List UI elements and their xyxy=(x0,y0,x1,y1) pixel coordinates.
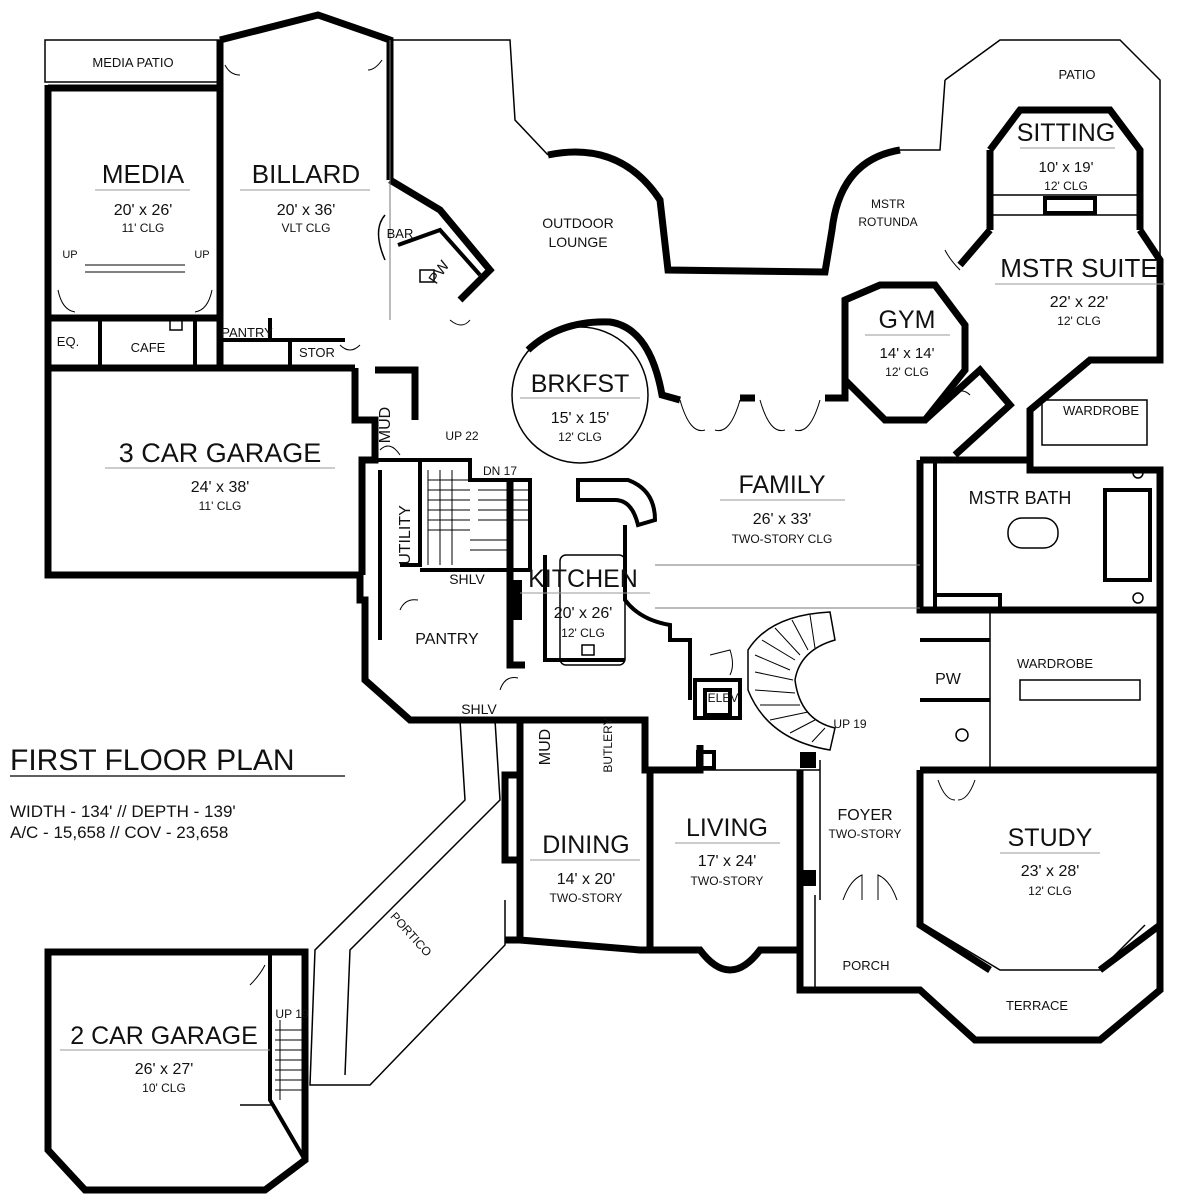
label-shlv-upper: SHLV xyxy=(449,571,485,587)
label-mstr-bath: MSTR BATH xyxy=(969,488,1072,508)
label-shlv-lower: SHLV xyxy=(461,701,497,717)
size-dining: 14' x 20' xyxy=(557,871,616,888)
label-media-patio: MEDIA PATIO xyxy=(92,55,173,70)
clg-dining: TWO-STORY xyxy=(550,891,623,905)
clg-sitting: 12' CLG xyxy=(1044,179,1088,193)
size-family: 26' x 33' xyxy=(753,511,812,528)
label-pantry-lower: PANTRY xyxy=(415,631,479,648)
stair-up19-main: UP 19 xyxy=(833,717,866,731)
clg-study: 12' CLG xyxy=(1028,884,1072,898)
label-portico: PORTICO xyxy=(388,909,435,959)
room-labels: MEDIA PATIO MEDIA 20' x 26' 11' CLG UP U… xyxy=(57,55,1165,1095)
label-three-car-garage: 3 CAR GARAGE xyxy=(119,438,322,468)
label-foyer: FOYER xyxy=(837,807,892,824)
label-terrace: TERRACE xyxy=(1006,998,1068,1013)
plan-spec-line-1: WIDTH - 134' // DEPTH - 139' xyxy=(10,802,236,821)
clg-brkfst: 12' CLG xyxy=(558,430,602,444)
label-gym: GYM xyxy=(879,306,936,334)
label-wardrobe-upper: WARDROBE xyxy=(1063,403,1139,418)
size-study: 23' x 28' xyxy=(1021,863,1080,880)
label-eq: EQ. xyxy=(57,334,79,349)
stair-up22: UP 22 xyxy=(445,429,478,443)
label-dining: DINING xyxy=(542,831,630,859)
size-billard: 20' x 36' xyxy=(277,202,336,219)
label-patio: PATIO xyxy=(1058,67,1095,82)
clg-kitchen: 12' CLG xyxy=(561,626,605,640)
doors xyxy=(57,59,976,986)
label-family: FAMILY xyxy=(738,471,825,499)
size-kitchen: 20' x 26' xyxy=(554,605,613,622)
label-butlery: BUTLERY xyxy=(601,717,615,772)
clg-two-car-garage: 10' CLG xyxy=(142,1081,186,1095)
clg-gym: 12' CLG xyxy=(885,365,929,379)
label-bar: BAR xyxy=(387,226,414,241)
stair-up19-garage: UP 19 xyxy=(275,1007,308,1021)
label-living: LIVING xyxy=(686,814,768,842)
label-pantry-upper: PANTRY xyxy=(221,325,273,340)
clg-foyer: TWO-STORY xyxy=(829,827,902,841)
size-sitting: 10' x 19' xyxy=(1039,159,1094,176)
stairs xyxy=(85,264,826,1100)
exterior-walls xyxy=(44,11,1164,1194)
label-mstr-rotunda-line2: ROTUNDA xyxy=(858,215,917,229)
size-brkfst: 15' x 15' xyxy=(551,410,610,427)
clg-three-car-garage: 11' CLG xyxy=(199,499,242,513)
fixtures xyxy=(169,196,1148,886)
label-study: STUDY xyxy=(1008,824,1093,852)
clg-family: TWO-STORY CLG xyxy=(732,532,833,546)
size-gym: 14' x 14' xyxy=(880,345,935,362)
size-two-car-garage: 26' x 27' xyxy=(135,1061,194,1078)
plan-title-block: FIRST FLOOR PLAN WIDTH - 134' // DEPTH -… xyxy=(10,744,345,842)
stair-dn17: DN 17 xyxy=(483,464,517,478)
label-stor: STOR xyxy=(299,345,335,360)
clg-living: TWO-STORY xyxy=(691,874,764,888)
label-mstr-rotunda-line1: MSTR xyxy=(871,197,905,211)
clg-mstr-suite: 12' CLG xyxy=(1057,314,1101,328)
label-cafe: CAFE xyxy=(131,340,166,355)
plan-title: FIRST FLOOR PLAN xyxy=(10,744,295,777)
stair-media-up-left: UP xyxy=(62,249,77,261)
label-mstr-suite: MSTR SUITE xyxy=(1000,253,1157,283)
size-media: 20' x 26' xyxy=(114,202,173,219)
label-outdoor-lounge-line1: OUTDOOR xyxy=(542,215,614,231)
clg-billard: VLT CLG xyxy=(282,221,331,235)
size-living: 17' x 24' xyxy=(698,853,757,870)
label-two-car-garage: 2 CAR GARAGE xyxy=(70,1022,258,1050)
label-kitchen: KITCHEN xyxy=(528,565,638,593)
stair-media-up-right: UP xyxy=(194,249,209,261)
label-pw-foyer: PW xyxy=(935,671,962,688)
label-outdoor-lounge-line2: LOUNGE xyxy=(548,234,607,250)
label-billard: BILLARD xyxy=(252,159,360,189)
size-three-car-garage: 24' x 38' xyxy=(191,479,250,496)
label-elev: ELEV xyxy=(708,691,739,705)
label-utility: UTILITY xyxy=(397,505,414,565)
clg-media: 11' CLG xyxy=(122,221,165,235)
label-brkfst: BRKFST xyxy=(531,370,630,398)
plan-spec-line-2: A/C - 15,658 // COV - 23,658 xyxy=(10,823,228,842)
size-mstr-suite: 22' x 22' xyxy=(1050,294,1109,311)
label-media: MEDIA xyxy=(102,159,185,189)
label-mud-lower: MUD xyxy=(537,729,554,765)
label-wardrobe-lower: WARDROBE xyxy=(1017,656,1093,671)
label-mud-upper: MUD xyxy=(377,407,394,443)
label-porch: PORCH xyxy=(843,958,890,973)
label-sitting: SITTING xyxy=(1017,119,1116,147)
